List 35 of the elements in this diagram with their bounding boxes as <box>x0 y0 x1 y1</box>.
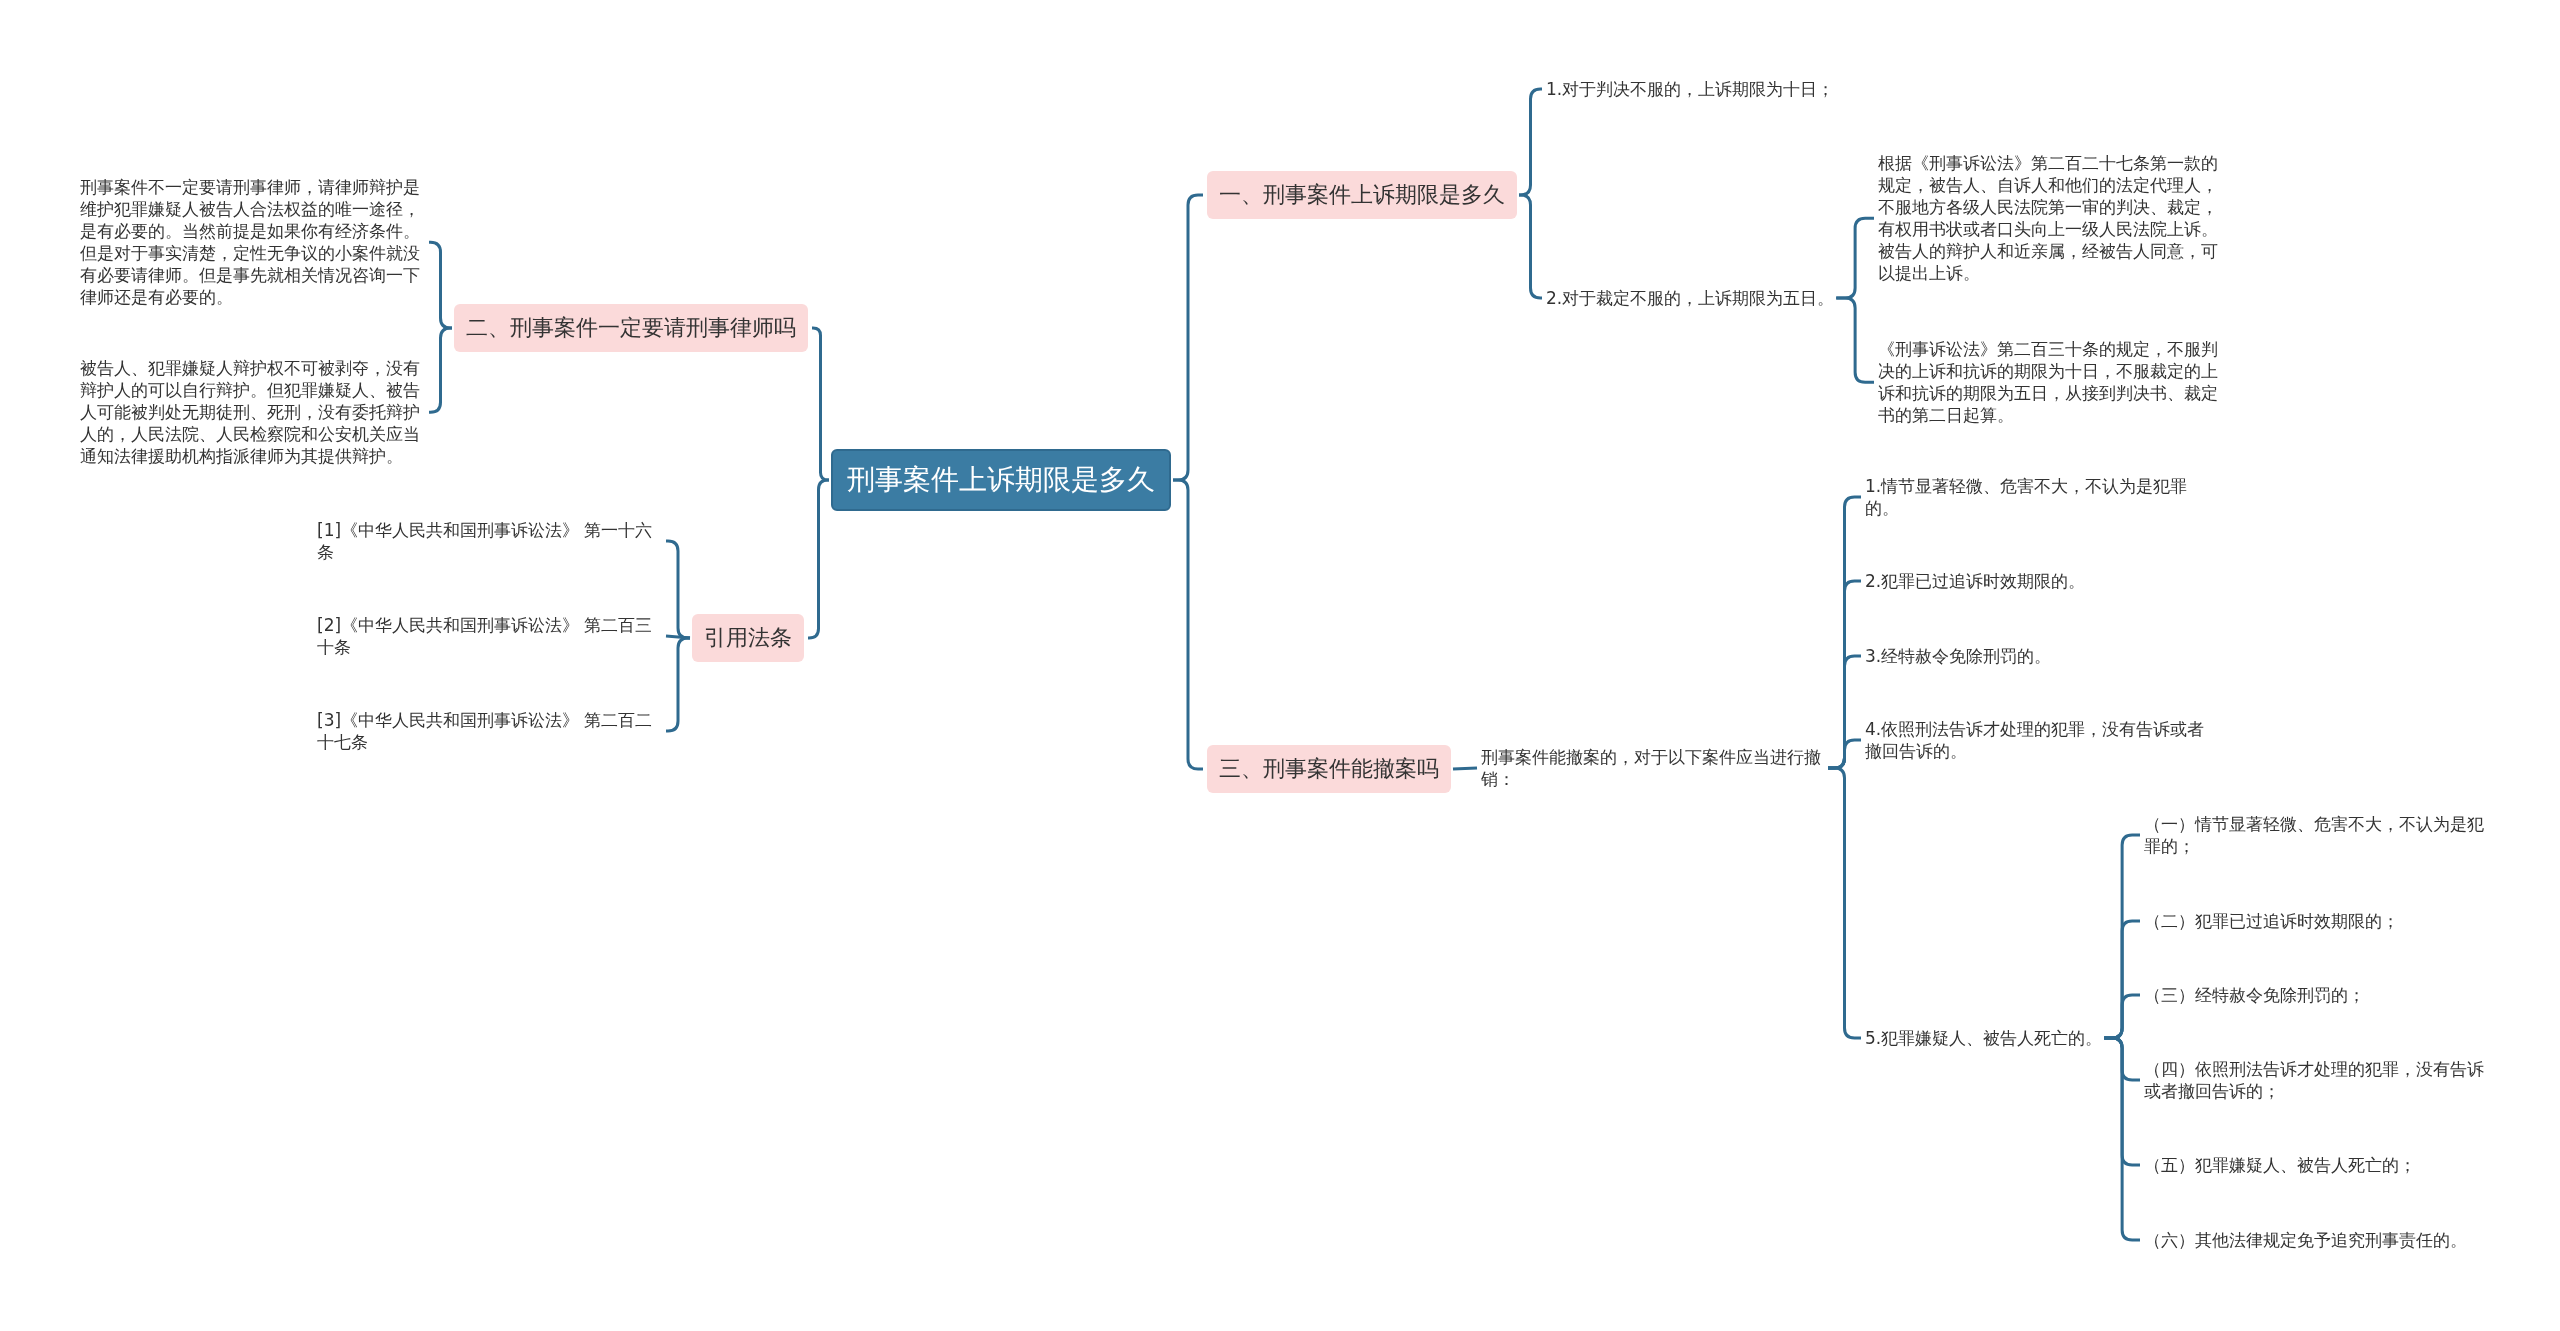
topic-text: 1.对于判决不服的，上诉期限为十日； <box>1546 78 1835 101</box>
topic-box: 三、刑事案件能撤案吗 <box>1207 745 1451 793</box>
topic-text: [1]《中华人民共和国刑事诉讼法》 第一十六条 <box>317 519 662 564</box>
topic-text: （六）其他法律规定免予追究刑事责任的。 <box>2144 1229 2467 1252</box>
connector-line <box>1518 87 1543 197</box>
connector-line <box>1452 766 1478 771</box>
topic-text: [3]《中华人民共和国刑事诉讼法》 第二百二十七条 <box>317 709 662 754</box>
topic-box: 一、刑事案件上诉期限是多久 <box>1207 171 1517 219</box>
connector-line <box>665 636 691 733</box>
topic-text: 4.依照刑法告诉才处理的犯罪，没有告诉或者撤回告诉的。 <box>1865 718 2215 763</box>
connector-line <box>807 478 830 640</box>
topic-text: 《刑事诉讼法》第二百三十条的规定，不服判决的上诉和抗诉的期限为十日，不服裁定的上诉和抗诉的期限为五日，从接到判决书、裁定书的第二日起算。 <box>1878 338 2223 427</box>
topic-box: 二、刑事案件一定要请刑事律师吗 <box>454 304 808 352</box>
topic-text: （一）情节显著轻微、危害不大，不认为是犯罪的； <box>2144 813 2494 858</box>
topic-text: 根据《刑事诉讼法》第二百二十七条第一款的规定，被告人、自诉人和他们的法定代理人，不服地方各级人民法院第一审的判决、裁定，有权用书状或者口头向上一级人民法院上诉。被告人的辩护人和近亲属，经被告人同意，可以提出上诉。 <box>1878 152 2223 285</box>
connector-line <box>811 326 830 482</box>
topic-text: 5.犯罪嫌疑人、被告人死亡的。 <box>1865 1027 2103 1050</box>
topic-text: [2]《中华人民共和国刑事诉讼法》 第二百三十条 <box>317 614 662 659</box>
topic-text: 1.情节显著轻微、危害不大，不认为是犯罪的。 <box>1865 475 2215 520</box>
topic-text: （三）经特赦令免除刑罚的； <box>2144 984 2365 1007</box>
connector-line <box>1518 193 1543 300</box>
topic-text: 2.犯罪已过追诉时效期限的。 <box>1865 570 2086 593</box>
topic-text: （二）犯罪已过追诉时效期限的； <box>2144 910 2399 933</box>
topic-text: 刑事案件不一定要请刑事律师，请律师辩护是维护犯罪嫌疑人被告人合法权益的唯一途径，是有必要的。当然前提是如果你有经济条件。但是对于事实清楚，定性无争议的小案件就没有必要请律师。但是事先就相关情况咨询一下律师还是有必要的。 <box>80 176 425 309</box>
connector-line <box>428 326 453 414</box>
topic-box: 引用法条 <box>692 614 804 662</box>
topic-text: 被告人、犯罪嫌疑人辩护权不可被剥夺，没有辩护人的可以自行辩护。但犯罪嫌疑人、被告人可能被判处无期徒刑、死刑，没有委托辩护人的，人民法院、人民检察院和公安机关应当通知法律援助机构指派律师为其提供辩护。 <box>80 357 425 468</box>
connector-line <box>665 634 691 640</box>
topic-text: （四）依照刑法告诉才处理的犯罪，没有告诉或者撤回告诉的； <box>2144 1058 2494 1103</box>
central-topic-box: 刑事案件上诉期限是多久 <box>831 449 1171 511</box>
topic-text: 2.对于裁定不服的，上诉期限为五日。 <box>1546 287 1835 310</box>
topic-text: （五）犯罪嫌疑人、被告人死亡的； <box>2144 1154 2416 1177</box>
topic-text: 3.经特赦令免除刑罚的。 <box>1865 645 2052 668</box>
connector-line <box>428 240 453 330</box>
topic-text: 刑事案件能撤案的，对于以下案件应当进行撤销： <box>1481 746 1826 791</box>
